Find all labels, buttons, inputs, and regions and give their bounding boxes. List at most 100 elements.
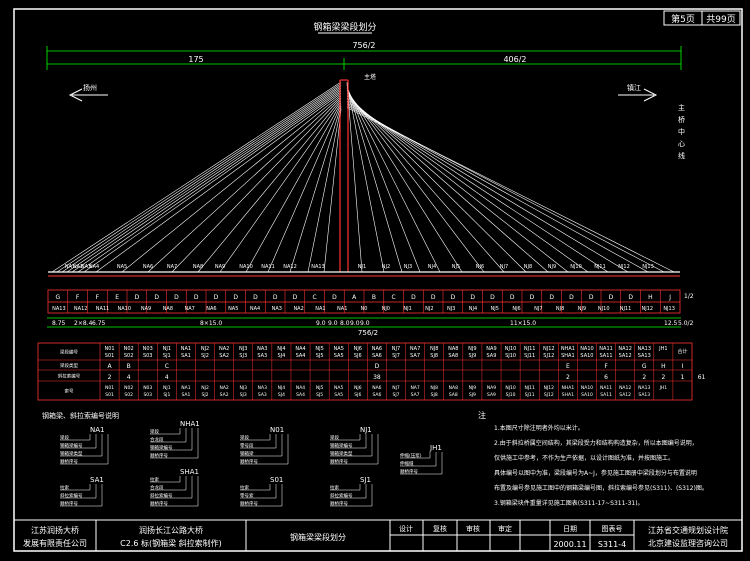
segment-name: NJ7 xyxy=(534,306,542,312)
segment-type-letter: D xyxy=(411,294,416,301)
table-cable-cell: NJ1 xyxy=(163,385,171,391)
table-cable-cell: SJ7 xyxy=(392,392,399,398)
table-col-header: NA5 xyxy=(334,346,344,352)
table-cable-cell: SA13 xyxy=(638,392,650,398)
cable-left xyxy=(307,107,342,273)
cable-right xyxy=(346,81,363,273)
legend-line: 顺桥序号 xyxy=(240,458,258,465)
table-cable-cell: NA6 xyxy=(372,385,381,391)
deck-node-left: NA1 xyxy=(65,264,75,270)
legend-line: 梁段 xyxy=(60,434,69,441)
table-col-header: SA12 xyxy=(619,353,632,359)
segment-type-letter: D xyxy=(174,294,179,301)
segment-name: NA10 xyxy=(118,306,132,312)
deck-node-left: NA9 xyxy=(215,264,225,270)
table-col-header: SA1 xyxy=(181,353,191,359)
table-cable-cell: NA9 xyxy=(487,385,496,391)
deck-node-left: NA6 xyxy=(143,264,153,270)
designer-line2: 北京建设监理咨询公司 xyxy=(648,538,728,548)
table-col-header: NA9 xyxy=(486,346,496,352)
table-cable-cell: SJ2 xyxy=(202,392,209,398)
table-col-header: SA7 xyxy=(410,353,420,359)
legend-code: NJ1 xyxy=(360,426,372,434)
notes-heading: 注 xyxy=(478,410,486,420)
titleblock-labels: 设计复核审核审定日期图表号 xyxy=(399,524,623,533)
table-col-header: SA9 xyxy=(487,353,497,359)
legend-line: 钢箱梁类型 xyxy=(330,450,353,457)
segment-name: NA3 xyxy=(272,306,282,312)
table-count-cell: 2 xyxy=(566,374,570,381)
note-line: 具体编号以图中为准，梁段编号为A~J，参见施工图册中梁段划分与布置说明 xyxy=(494,469,697,477)
table-col-header: SA4 xyxy=(296,353,306,359)
table-col-header: SA13 xyxy=(638,353,651,359)
note-line: 1.本图尺寸除注明者外均以米计。 xyxy=(494,424,584,432)
segment-length-left: 2×8.4 xyxy=(74,320,93,327)
tower-label: 主塔 xyxy=(364,73,376,81)
table-cable-cell: SJ12 xyxy=(544,392,554,398)
table-col-header: SJ4 xyxy=(277,353,285,359)
segment-name: NA5 xyxy=(228,306,238,312)
table-cable-cell: NA3 xyxy=(258,385,267,391)
cable-left xyxy=(51,81,342,273)
deck-node-right: NJ6 xyxy=(476,264,484,270)
table-row-label: 梁段类型 xyxy=(60,362,78,369)
table-col-header: NA11 xyxy=(599,346,613,352)
table-col-header: SJ11 xyxy=(524,353,535,359)
right-arrow-label: 镇江 xyxy=(627,83,641,92)
note-line: 3.钢箱梁块件重量详见施工图表(S311-17~S311-31)。 xyxy=(494,499,644,507)
segment-name: NJ3 xyxy=(447,306,455,312)
table-col-header: SJ3 xyxy=(239,353,247,359)
drawing-frame xyxy=(13,8,743,552)
segment-type-letter: D xyxy=(332,294,337,301)
deck-node-left: NA8 xyxy=(193,264,203,270)
project-line1: 润扬长江公路大桥 xyxy=(139,525,203,535)
table-cable-cell: NHA1 xyxy=(562,385,575,391)
right-direction-arrow xyxy=(618,88,658,102)
cable-left xyxy=(95,92,342,273)
segment-type-letter: G xyxy=(56,294,61,301)
legend-line: 顺桥序号 xyxy=(240,500,258,507)
cable-right xyxy=(346,96,549,273)
table-cable-cell: SJ8 xyxy=(431,392,438,398)
legend-line: 拉索 xyxy=(240,484,249,491)
cable-right xyxy=(346,99,589,273)
table-cable-cell: N01 xyxy=(105,385,114,391)
deck-node-right: NJ8 xyxy=(524,264,532,270)
segment-name: NJ1 xyxy=(403,306,411,312)
deck-node-left: NA12 xyxy=(283,264,297,270)
cable-right xyxy=(346,107,675,273)
cable-left xyxy=(66,86,342,273)
cable-left xyxy=(77,89,342,273)
table-type-cell: B xyxy=(127,363,131,370)
table-cable-cell: NJ7 xyxy=(392,385,400,391)
segment-table: 梁段编号梁段类型斜拉索编号索号N01S01N02S02N03S03NJ1SJ1N… xyxy=(37,342,706,401)
segment-type-letter: D xyxy=(293,294,298,301)
table-col-header: SA8 xyxy=(448,353,458,359)
table-cable-cell: SA5 xyxy=(334,392,343,398)
table-cable-cell: SA9 xyxy=(487,392,496,398)
deck-node-right: NJ10 xyxy=(570,264,582,270)
table-col-header: SJ1 xyxy=(163,353,171,359)
segment-name: NA7 xyxy=(184,306,194,312)
legend-line: 钢箱梁 xyxy=(240,450,254,457)
cable-right xyxy=(346,93,505,273)
table-col-header: NA13 xyxy=(637,346,651,352)
deck-node-right: NJ2 xyxy=(382,264,390,270)
segment-name: NJ6 xyxy=(512,306,520,312)
table-col-header: SJ12 xyxy=(543,353,554,359)
table-col-header: S01 xyxy=(105,353,115,359)
segment-length-left: 8.75 xyxy=(52,320,66,327)
segment-length-left: 6.75 xyxy=(92,320,106,327)
segment-type-letter: E xyxy=(115,294,119,301)
deck-node-left: NA7 xyxy=(167,264,177,270)
segment-type-letter: D xyxy=(628,294,633,301)
table-col-header: NA10 xyxy=(580,346,594,352)
deck-node-left: NA10 xyxy=(239,264,253,270)
legend-code: JH1 xyxy=(429,444,442,452)
segment-name: NA11 xyxy=(96,306,110,312)
table-cable-cell: NA10 xyxy=(581,385,593,391)
table-col-header: NJ10 xyxy=(505,346,517,352)
segment-name: NJ9 xyxy=(578,306,586,312)
titleblock-label: 审核 xyxy=(466,524,480,533)
